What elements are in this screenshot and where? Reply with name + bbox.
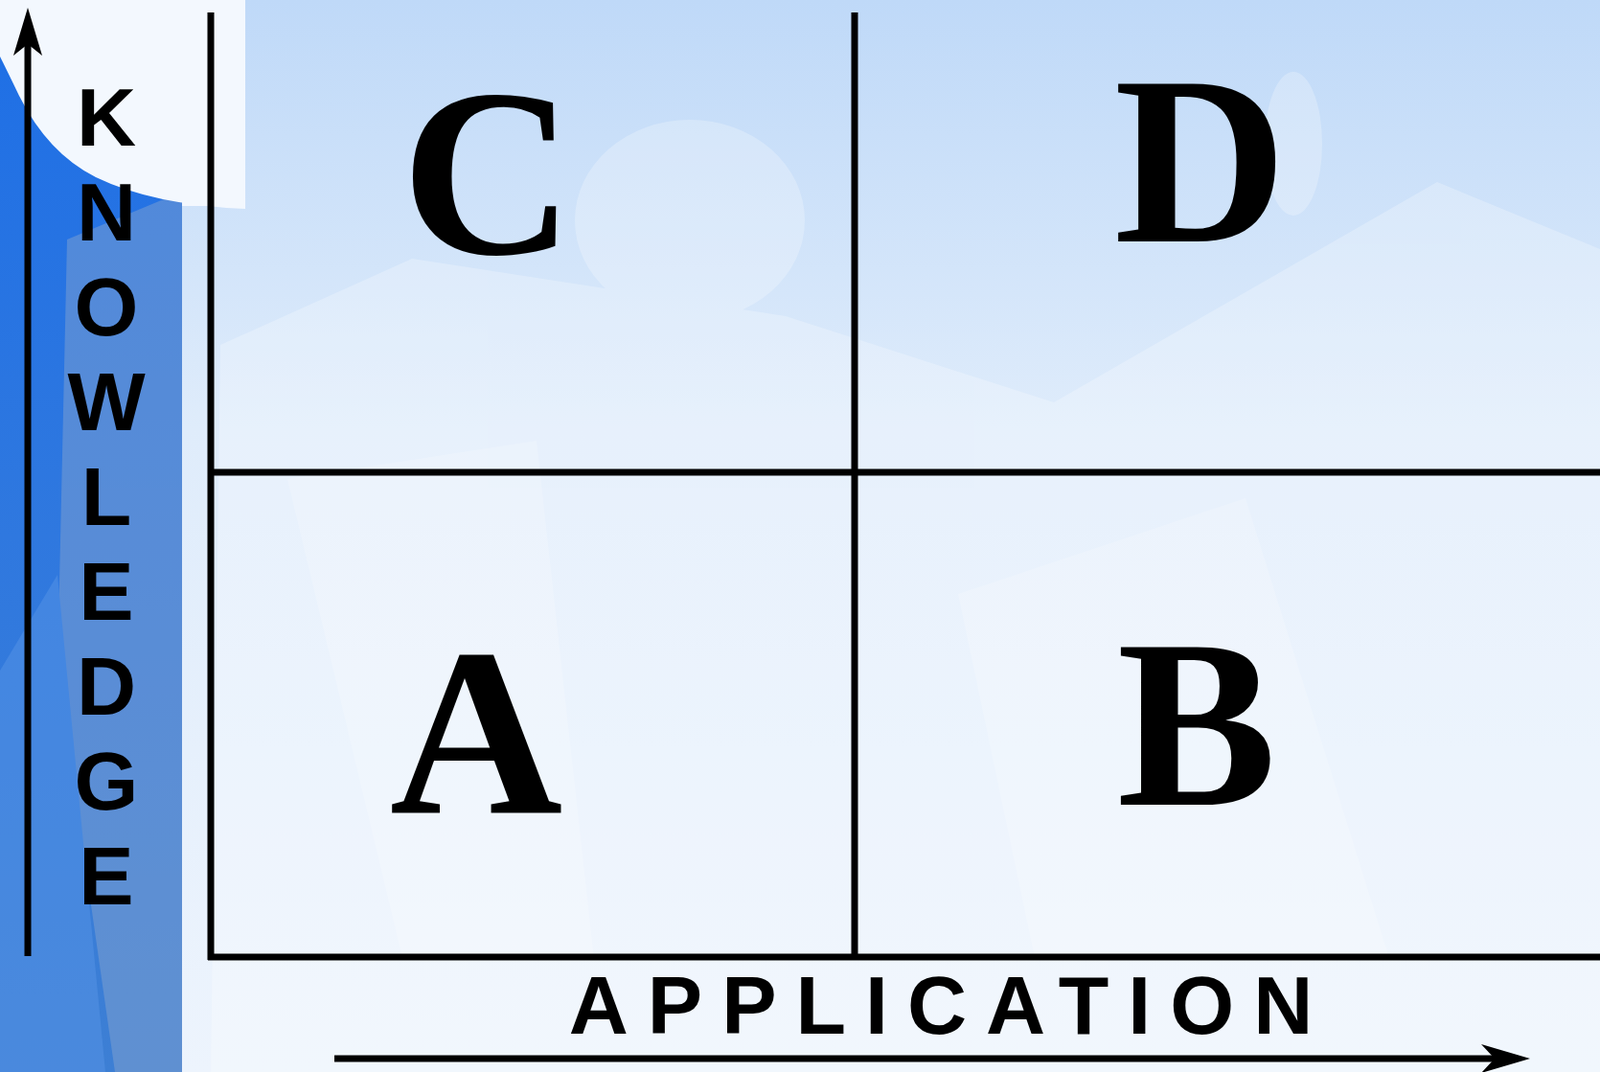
quadrant-letter: C: [401, 53, 575, 294]
grid-line: [207, 12, 215, 960]
axis-line: [24, 38, 32, 957]
quadrant-cell: C: [214, 12, 851, 469]
quadrant-letter: D: [1114, 41, 1288, 281]
axis-line: [334, 1055, 1509, 1063]
quadrant-cell: D: [858, 12, 1600, 469]
quadrant-cell: B: [858, 476, 1600, 954]
grid-line: [851, 12, 859, 960]
grid-line: [207, 469, 1600, 477]
quadrant-letter: B: [1117, 604, 1278, 845]
quadrant-letter: A: [389, 613, 564, 853]
faint-shapes: [287, 440, 1390, 959]
axis-label: KNOWLEDGE: [65, 69, 148, 924]
quadrant-grid: [207, 12, 1600, 960]
arrow-head: [1481, 1044, 1531, 1072]
quadrant-cell: A: [214, 476, 851, 954]
grid-line: [207, 954, 1600, 961]
arrow-head: [13, 7, 43, 56]
axis-label: APPLICATION: [549, 963, 1333, 1047]
